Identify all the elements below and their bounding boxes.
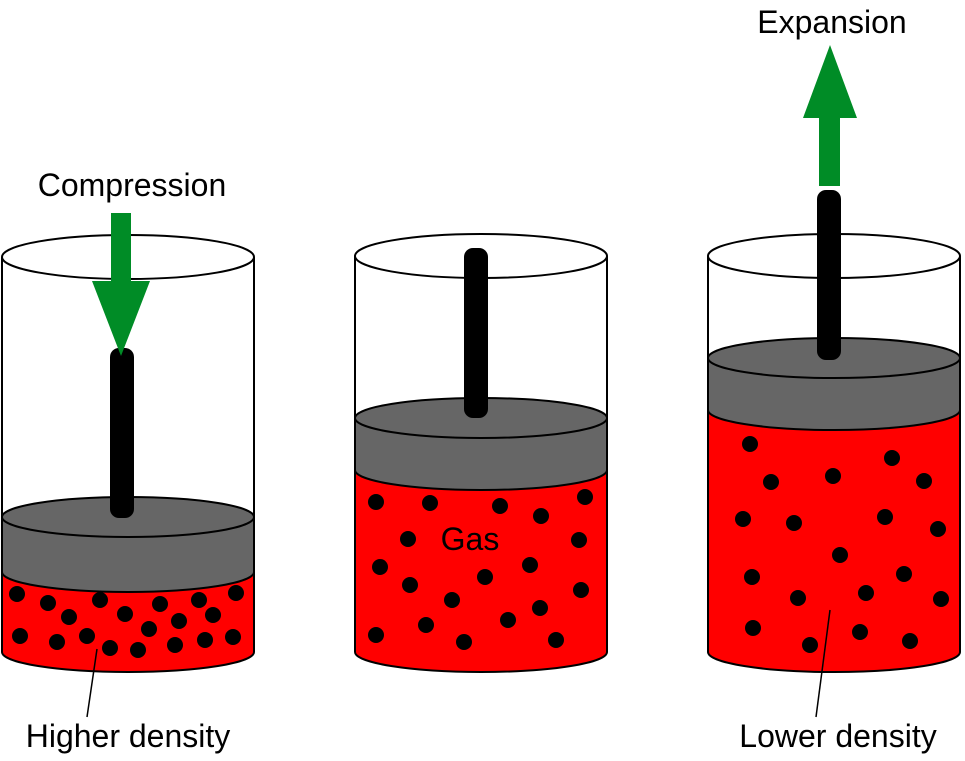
gas-particle <box>825 468 841 484</box>
piston <box>1 516 255 593</box>
gas-particle <box>896 566 912 582</box>
gas-particles <box>368 489 593 650</box>
gas-particle <box>79 628 95 644</box>
gas-particle <box>492 498 508 514</box>
cylinder-compressed <box>1 213 255 673</box>
gas-particle <box>444 592 460 608</box>
expansion-label: Expansion <box>757 4 906 40</box>
gas-label: Gas <box>441 521 500 557</box>
gas-particle <box>102 640 118 656</box>
gas-particle <box>191 592 207 608</box>
piston-rod <box>110 348 134 518</box>
gas-particle <box>49 634 65 650</box>
gas-particle <box>205 607 221 623</box>
higher-density-leader <box>86 648 98 718</box>
gas-particle <box>902 633 918 649</box>
gas-particle <box>916 473 932 489</box>
gas-particle <box>368 494 384 510</box>
gas-particle <box>532 600 548 616</box>
lower-density-label: Lower density <box>739 718 936 754</box>
gas-particle <box>456 634 472 650</box>
gas-particle <box>368 627 384 643</box>
gas-particle <box>571 532 587 548</box>
gas-particle <box>152 596 168 612</box>
gas-particle <box>418 617 434 633</box>
cylinder-back-rim <box>354 233 608 257</box>
gas-particle <box>422 495 438 511</box>
gas-particle <box>167 637 183 653</box>
higher-density-label: Higher density <box>26 718 231 754</box>
gas-particle <box>402 577 418 593</box>
gas-particle <box>533 508 549 524</box>
gas-particle <box>735 511 751 527</box>
gas-particle <box>400 531 416 547</box>
gas-particle <box>225 629 241 645</box>
gas-particle <box>858 585 874 601</box>
cylinder-expanded <box>707 45 961 673</box>
gas-particle <box>742 436 758 452</box>
gas-particle <box>884 450 900 466</box>
gas-particle <box>141 621 157 637</box>
expansion-arrow-icon <box>803 45 857 186</box>
gas-particle <box>745 620 761 636</box>
piston-rod <box>817 190 841 360</box>
gas-particles <box>735 436 949 653</box>
gas-particle <box>933 591 949 607</box>
lower-density-leader <box>815 609 831 718</box>
gas-particle <box>744 569 760 585</box>
gas-particle <box>9 586 25 602</box>
gas-particle <box>832 547 848 563</box>
gas-particle <box>852 624 868 640</box>
gas-particle <box>548 632 564 648</box>
gas-particle <box>171 613 187 629</box>
gas-particle <box>40 595 56 611</box>
gas-particle <box>197 632 213 648</box>
piston-rod <box>464 248 488 418</box>
gas-particle <box>802 637 818 653</box>
gas-particle <box>577 489 593 505</box>
gas-particle <box>61 609 77 625</box>
gas-particle <box>477 569 493 585</box>
gas-particle <box>117 606 133 622</box>
gas-particle <box>786 515 802 531</box>
gas-particle <box>877 509 893 525</box>
gas-particles <box>9 585 244 658</box>
gas-particle <box>92 592 108 608</box>
compression-label: Compression <box>38 167 227 203</box>
gas-particle <box>763 474 779 490</box>
gas-particle <box>500 612 516 628</box>
gas-particle <box>130 642 146 658</box>
gas-particle <box>790 590 806 606</box>
gas-particle <box>372 559 388 575</box>
cylinder-neutral: Gas <box>354 233 608 673</box>
gas-body <box>1 571 255 673</box>
gas-particle <box>573 582 589 598</box>
compression-arrow-icon <box>92 213 150 356</box>
gas-particle <box>522 557 538 573</box>
gas-particle <box>228 585 244 601</box>
gas-particle <box>930 521 946 537</box>
gas-particle <box>12 628 28 644</box>
